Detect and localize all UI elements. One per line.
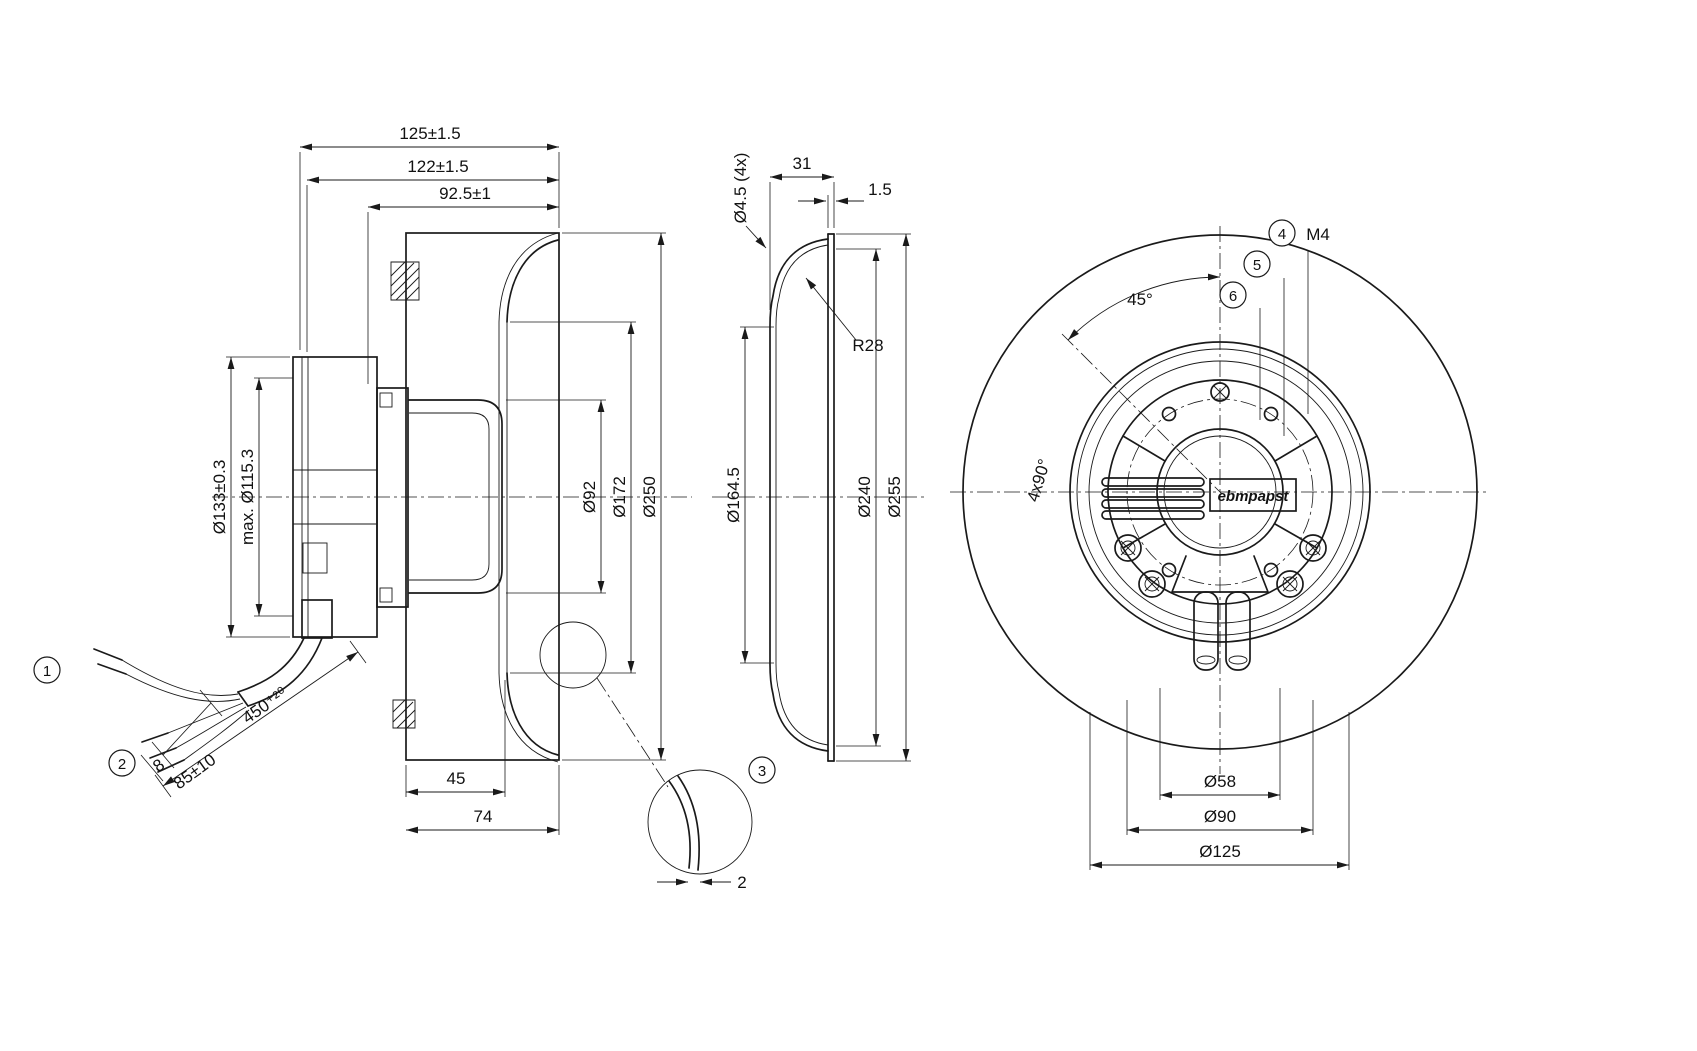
- callout-4-badge: 4 M4: [1268, 219, 1330, 247]
- callout-3-badge: 3: [748, 756, 776, 784]
- strain-relief: [1101, 477, 1205, 520]
- dim-dia-172-text: Ø172: [610, 476, 629, 518]
- callout-6-label: 6: [1229, 288, 1237, 305]
- section-view: 31 1.5 Ø4.5 (4x) R28 Ø164.5 Ø240: [712, 153, 928, 762]
- dim-r28: R28: [805, 277, 884, 355]
- spokes: [1122, 435, 1318, 549]
- motor-body: [292, 356, 378, 639]
- dim-dia-125-text: Ø125: [1199, 842, 1241, 861]
- brand-label: ebmpapst: [1209, 478, 1297, 512]
- callout-1-badge: 1: [33, 656, 61, 684]
- detail-edge-section: [668, 775, 700, 871]
- motor-flange: [376, 387, 409, 608]
- dim-74: 74: [406, 765, 560, 835]
- callout-5-badge: 5: [1243, 250, 1271, 278]
- dim-depth-122-text: 122±1.5: [407, 157, 468, 176]
- dim-dia-133: Ø133±0.3: [210, 356, 290, 638]
- dim-1-5: 1.5: [798, 180, 892, 228]
- dim-dia-164-5-text: Ø164.5: [724, 467, 743, 523]
- dim-dia-250-text: Ø250: [640, 476, 659, 518]
- dim-depth-92-5: 92.5±1: [367, 184, 559, 384]
- dim-dia-115-text: max. Ø115.3: [238, 449, 257, 545]
- detail-source-circle: [539, 621, 607, 689]
- side-view: 1 2 125±1.5 122±1.5 92.5±1 Ø92: [33, 124, 692, 835]
- dim-2-text: 2: [737, 873, 746, 892]
- dim-dia-255-text: Ø255: [885, 476, 904, 518]
- callout-5-label: 5: [1253, 257, 1261, 274]
- dim-45: 45: [405, 680, 506, 797]
- dim-dia-92-text: Ø92: [580, 481, 599, 513]
- mounting-holes: [1161, 406, 1279, 578]
- brand-logo-text: ebmpapst: [1218, 488, 1290, 505]
- dim-74-text: 74: [474, 807, 493, 826]
- dim-hole-4-5-text: Ø4.5 (4x): [731, 153, 750, 224]
- dim-dia-58-text: Ø58: [1204, 772, 1236, 791]
- screw-top: [1210, 382, 1230, 402]
- dim-dia-255: Ø255: [836, 233, 911, 762]
- dim-45-text: 45: [447, 769, 466, 788]
- dim-angle-4x90: 4x90°: [1023, 457, 1054, 504]
- dim-dia-172: Ø172: [510, 321, 636, 674]
- callout-4-label: 4: [1278, 226, 1286, 243]
- dim-31: 31: [769, 154, 835, 310]
- inlet-ring-outline: [769, 233, 835, 762]
- dim-dia-90: Ø90: [1126, 700, 1314, 835]
- dim-hole-4-5: Ø4.5 (4x): [731, 153, 767, 249]
- dim-dia-133-text: Ø133±0.3: [210, 460, 229, 535]
- dim-depth-92-5-text: 92.5±1: [439, 184, 491, 203]
- cable-glands: [1170, 555, 1270, 671]
- dim-dia-250: Ø250: [562, 232, 666, 761]
- front-view: ebmpapst 45° 4x90° 4 M4 5: [950, 219, 1490, 870]
- callout-2-badge: 2: [108, 749, 136, 777]
- dim-dia-115: max. Ø115.3: [238, 377, 293, 617]
- dim-dia-90-text: Ø90: [1204, 807, 1236, 826]
- impeller-hub: [408, 399, 503, 594]
- dim-dia-240: Ø240: [836, 248, 881, 747]
- dim-angle-45: 45°: [1067, 273, 1221, 341]
- dim-dia-58: Ø58: [1159, 688, 1281, 800]
- dim-2: 2: [657, 873, 747, 892]
- dim-cable-450-text: 450⁺²⁰: [239, 683, 291, 727]
- dim-dia-92: Ø92: [506, 399, 606, 594]
- section-hatch-top: [390, 261, 420, 301]
- detail-magnified-circle: [647, 769, 753, 875]
- phillips-screws: [1114, 534, 1327, 598]
- dim-31-text: 31: [793, 154, 812, 173]
- section-hatch-bottom: [392, 699, 416, 729]
- dim-angle-45-text: 45°: [1127, 290, 1153, 309]
- fan-housing-outline: [405, 232, 560, 763]
- callout-1-label: 1: [43, 663, 51, 680]
- dim-strip-85-text: 85±10: [170, 750, 219, 793]
- dim-m4-text: M4: [1306, 225, 1330, 244]
- callout-3-label: 3: [758, 763, 766, 780]
- detail-view: 2 3: [539, 621, 776, 892]
- dim-dia-164-5: Ø164.5: [724, 326, 774, 664]
- dim-dia-125: Ø125: [1089, 712, 1350, 870]
- dim-depth-125-text: 125±1.5: [399, 124, 460, 143]
- callout-leaders: [1259, 250, 1309, 436]
- callout-2-label: 2: [118, 756, 126, 773]
- dim-angle-4x90-text: 4x90°: [1023, 457, 1054, 504]
- dim-dia-240-text: Ø240: [855, 476, 874, 518]
- dim-depth-125: 125±1.5: [299, 124, 560, 350]
- front-circles: [962, 234, 1478, 750]
- dim-depth-122: 122±1.5: [306, 157, 559, 352]
- centerlines-front: [950, 226, 1490, 774]
- callout-6-badge: 6: [1219, 281, 1247, 309]
- dim-r28-text: R28: [852, 336, 883, 355]
- dim-1-5-text: 1.5: [868, 180, 892, 199]
